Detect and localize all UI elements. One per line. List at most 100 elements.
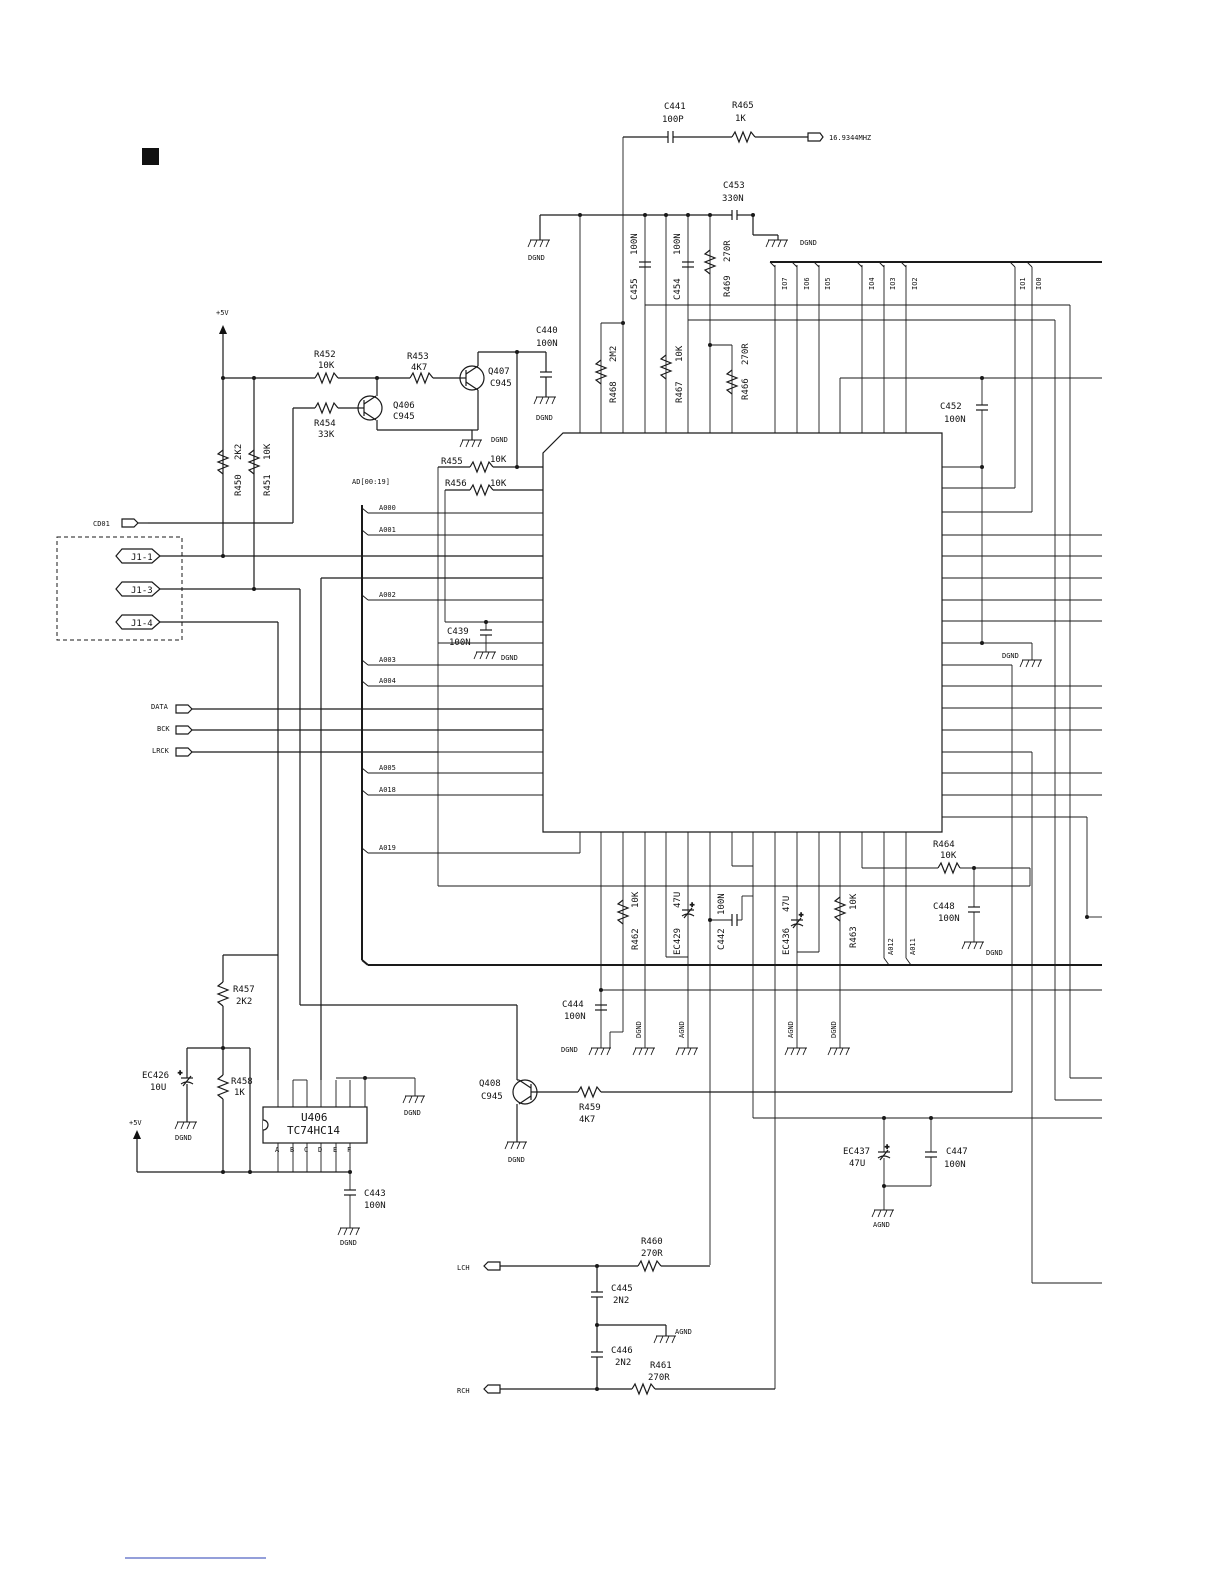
c452-value: 100N [944,415,966,425]
r456-resistor [469,483,494,497]
lrck-label: LRCK [152,747,170,755]
dgnd-label: DGND [635,1021,643,1038]
r462-resistor [616,899,630,925]
r452-resistor [314,371,339,385]
ic-right-pins [942,534,1102,1284]
a005-label: A005 [379,764,396,772]
ec429-value: 47U [673,892,683,908]
r451-resistor [247,449,261,475]
a019-label: A019 [379,844,396,852]
q406-ref: Q406 [393,401,415,411]
a011-label: A011 [909,938,917,955]
r458-value: 1K [234,1088,245,1098]
q408-value: C945 [481,1092,503,1102]
lch-connector-icon [483,1261,501,1271]
r469-ref: R469 [723,275,733,297]
r459-resistor [577,1085,602,1099]
c454-ref: C454 [673,278,683,300]
c442-ref: C442 [717,928,727,950]
agnd-label: AGND [678,1021,686,1038]
ec437-capacitor: + [877,1142,891,1161]
r450-resistor [216,449,230,475]
lrck-connector-icon [175,747,193,757]
ic-top-pins [579,137,907,433]
ground-icon [653,1335,676,1344]
lch-label: LCH [457,1264,470,1272]
ec436-capacitor: + [790,910,804,929]
c447-ref: C447 [946,1147,968,1157]
c447-value: 100N [944,1160,966,1170]
j1-4-label: J1-4 [131,619,153,629]
r461-ref: R461 [650,1361,672,1371]
svg-text:+: + [690,901,694,909]
r466-value: 270R [741,343,751,365]
c454-capacitor [682,261,694,268]
r469-value: 270R [723,240,733,262]
ec437-ref: EC437 [843,1147,870,1157]
c444-value: 100N [564,1012,586,1022]
dgnd-label: DGND [501,654,518,662]
r459-ref: R459 [579,1103,601,1113]
r463-ref: R463 [849,926,859,948]
r457-ref: R457 [233,985,255,995]
c448-capacitor [968,906,980,913]
ground-icon [871,1209,894,1218]
r458-ref: R458 [231,1077,253,1087]
r466-resistor [725,369,739,395]
u406-ic-body [262,1106,368,1144]
q406-transistor [357,395,383,421]
u406-pins [277,1077,416,1190]
dgnd-label: DGND [986,949,1003,957]
dgnd-label: DGND [340,1239,357,1247]
r460-value: 270R [641,1249,663,1259]
ground-icon [402,1095,425,1104]
r461-resistor [631,1382,656,1396]
c455-ref: C455 [630,278,640,300]
a004-label: A004 [379,677,396,685]
c440-value: 100N [536,339,558,349]
data-label: DATA [151,703,169,711]
a001-label: A001 [379,526,396,534]
r464-ref: R464 [933,840,955,850]
r463-resistor [833,896,847,922]
c455-capacitor [639,261,651,268]
section-marker [142,148,159,165]
c440-ref: C440 [536,326,558,336]
c444-ref: C444 [562,1000,584,1010]
r456-ref: R456 [445,479,467,489]
io3-label: IO3 [889,277,897,290]
clock-net [623,130,824,144]
io2-label: IO2 [911,277,919,290]
ground-icon [473,651,496,660]
ec436-value: 47U [782,896,792,912]
r463-value: 10K [849,893,859,910]
c441-value: 100P [662,115,684,125]
io4-label: IO4 [868,277,876,290]
u406-pin-f: F [347,1146,351,1154]
q407-ref: Q407 [488,367,510,377]
r455-ref: R455 [441,457,463,467]
io7-label: IO7 [781,277,789,290]
c452-capacitor [976,404,988,411]
svg-text:+: + [799,911,803,919]
r452-ref: R452 [314,350,336,360]
c439-capacitor [480,629,492,636]
agnd-label: AGND [675,1328,692,1336]
clock-label: 16.9344MHZ [829,134,871,142]
io5-label: IO5 [824,277,832,290]
ground-icon [632,1047,655,1056]
ground-icon [504,1141,527,1150]
r469-resistor [703,249,717,275]
a002-label: A002 [379,591,396,599]
r461-value: 270R [648,1373,670,1383]
c442-capacitor [731,914,738,926]
dgnd-label: DGND [1002,652,1019,660]
r456-value: 10K [490,479,507,489]
bck-label: BCK [157,725,170,733]
cd01-connector-icon [121,518,139,528]
r454-ref: R454 [314,419,336,429]
c446-ref: C446 [611,1346,633,1356]
r465-ref: R465 [732,101,754,111]
a012-label: A012 [887,938,895,955]
ad-bus-label: AD[00:19] [352,478,390,486]
